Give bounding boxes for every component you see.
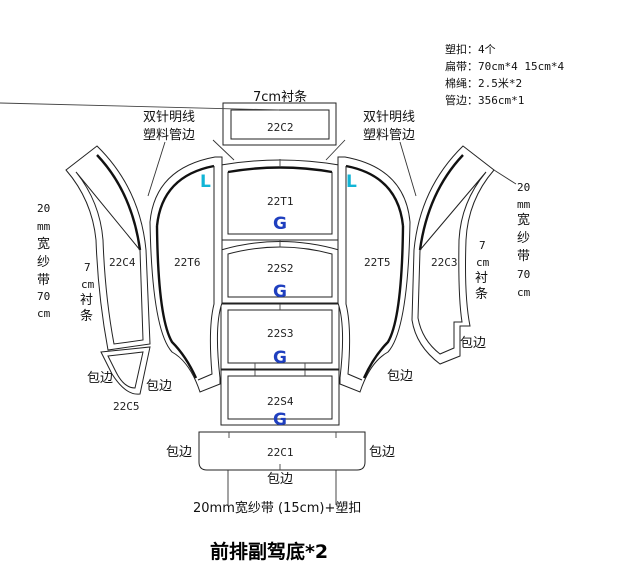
lining-label-right: 7 cm 衬 条 [475, 239, 490, 302]
svg-text:70: 70 [37, 290, 50, 303]
piece-code-22S4: 22S4 [267, 395, 294, 408]
piece-22S2: 22S2 G [220, 240, 340, 304]
note-piping: 管边：356cm*1 [445, 93, 524, 107]
piece-22C5: 22C5 [100, 346, 151, 413]
piece-code-22T6: 22T6 [174, 256, 201, 269]
left-mark-l: L [200, 172, 211, 192]
svg-text:mm: mm [37, 220, 51, 233]
binding-label-c1-bottom: 包边 [267, 472, 293, 487]
piece-22C3: 22C3 [411, 145, 495, 365]
piece-22C1: 22C1 [198, 431, 366, 471]
svg-text:条: 条 [80, 308, 93, 324]
piece-code-22C2: 22C2 [267, 121, 294, 134]
seam-left-label-2: 塑料管边 [143, 128, 195, 143]
piece-22T1: 22T1 G [220, 159, 340, 241]
piece-code-22T1: 22T1 [267, 195, 294, 208]
svg-text:纱: 纱 [37, 255, 50, 270]
bottom-tape-note: 20mm宽纱带 (15cm)+塑扣 [193, 500, 361, 516]
grain-mark-g: G [273, 214, 287, 234]
lining-7cm-top-label: 7cm衬条 [253, 89, 307, 105]
leader-lines [147, 139, 517, 505]
piece-code-22C3: 22C3 [431, 256, 458, 269]
tape-label-left: 20 mm 宽 纱 带 70 cm [37, 202, 51, 320]
piece-22C2: 22C2 [0, 102, 337, 146]
note-clips: 塑扣：4个 [445, 42, 496, 56]
binding-label-t6: 包边 [146, 379, 172, 394]
piece-code-22C1: 22C1 [267, 446, 294, 459]
svg-text:20: 20 [517, 181, 530, 194]
piece-code-22C4: 22C4 [109, 256, 136, 269]
svg-text:带: 带 [517, 249, 530, 264]
svg-text:cm: cm [37, 307, 51, 320]
svg-text:20: 20 [37, 202, 50, 215]
svg-text:衬: 衬 [475, 271, 488, 286]
grain-mark-g: G [273, 282, 287, 302]
binding-label-c3: 包边 [460, 336, 486, 351]
grain-mark-g: G [273, 410, 287, 430]
piece-code-22C5: 22C5 [113, 400, 140, 413]
tape-label-right: 20 mm 宽 纱 带 70 cm [517, 181, 531, 299]
note-cotton-cord: 棉绳：2.5米*2 [445, 76, 522, 90]
binding-label-c1-right: 包边 [369, 445, 395, 460]
seam-labels: 双针明线 塑料管边 双针明线 塑料管边 [143, 110, 415, 143]
svg-text:7: 7 [84, 261, 91, 274]
svg-text:纱: 纱 [517, 231, 530, 246]
binding-labels: 包边 包边 包边 包边 包边 包边 包边 [87, 336, 486, 487]
svg-text:cm: cm [476, 256, 490, 269]
diagram-title: 前排副驾底*2 [210, 540, 328, 563]
lining-label-left: 7 cm 衬 条 [80, 261, 95, 324]
binding-label-c1-left: 包边 [166, 445, 192, 460]
piece-22T6: 22T6 L [149, 156, 223, 393]
seam-right-label-2: 塑料管边 [363, 128, 415, 143]
binding-label-t5: 包边 [387, 369, 413, 384]
piece-code-22S3: 22S3 [267, 327, 294, 340]
piece-22S4: 22S4 G [220, 369, 340, 430]
svg-text:宽: 宽 [37, 236, 50, 252]
svg-text:带: 带 [37, 273, 50, 288]
right-mark-l: L [346, 172, 357, 192]
seam-right-label-1: 双针明线 [363, 110, 415, 125]
svg-text:70: 70 [517, 268, 530, 281]
binding-label-c5: 包边 [87, 371, 113, 386]
svg-text:cm: cm [81, 278, 95, 291]
svg-text:cm: cm [517, 286, 531, 299]
piece-code-22S2: 22S2 [267, 262, 294, 275]
piece-22C4: 22C4 [65, 145, 151, 351]
note-flat-tape: 扁带：70cm*4 15cm*4 [445, 60, 564, 73]
grain-mark-g: G [273, 348, 287, 368]
svg-text:条: 条 [475, 286, 488, 302]
piece-code-22T5: 22T5 [364, 256, 391, 269]
seam-left-label-1: 双针明线 [143, 110, 195, 125]
piece-22T5: 22T5 L [337, 156, 411, 393]
svg-text:衬: 衬 [80, 293, 93, 308]
svg-text:7: 7 [479, 239, 486, 252]
materials-notes: 塑扣：4个 扁带：70cm*4 15cm*4 棉绳：2.5米*2 管边：356c… [445, 42, 564, 107]
svg-text:宽: 宽 [517, 212, 530, 228]
svg-text:mm: mm [517, 198, 531, 211]
piece-22S3: 22S3 G [220, 303, 340, 370]
